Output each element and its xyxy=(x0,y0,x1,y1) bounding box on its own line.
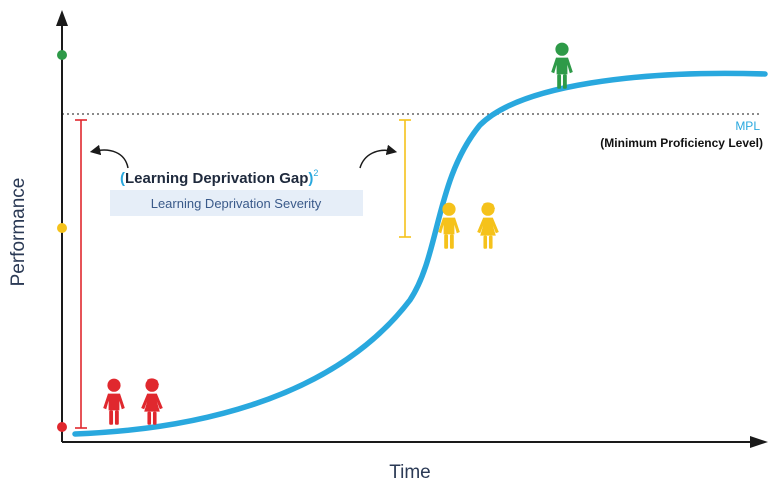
yellow-gap-bracket xyxy=(399,119,411,238)
low-level-dot xyxy=(57,422,67,432)
high-performance-group xyxy=(551,42,573,89)
mpl-full-label: (Minimum Proficiency Level) xyxy=(600,136,763,150)
mpl-label: MPL xyxy=(735,119,760,133)
y-axis-arrow xyxy=(56,10,68,26)
girl-icon xyxy=(477,202,499,249)
gap-label: (Learning Deprivation Gap)2 xyxy=(120,168,318,187)
girl-icon xyxy=(141,378,163,425)
mid-level-dot xyxy=(57,223,67,233)
x-axis-arrow xyxy=(750,436,768,448)
boy-icon xyxy=(551,42,573,89)
performance-curve xyxy=(72,70,768,437)
low-performance-group xyxy=(103,378,163,425)
red-gap-bracket xyxy=(75,119,87,429)
high-level-dot xyxy=(57,50,67,60)
right-pointer-arrow xyxy=(359,144,398,169)
left-pointer-arrow xyxy=(89,144,129,169)
y-axis-label: Performance xyxy=(8,178,29,287)
severity-label: Learning Deprivation Severity xyxy=(151,196,322,211)
severity-label-bg xyxy=(110,190,363,216)
mid-performance-group xyxy=(438,202,499,249)
x-axis-label: Time xyxy=(389,462,431,483)
boy-icon xyxy=(103,378,125,425)
